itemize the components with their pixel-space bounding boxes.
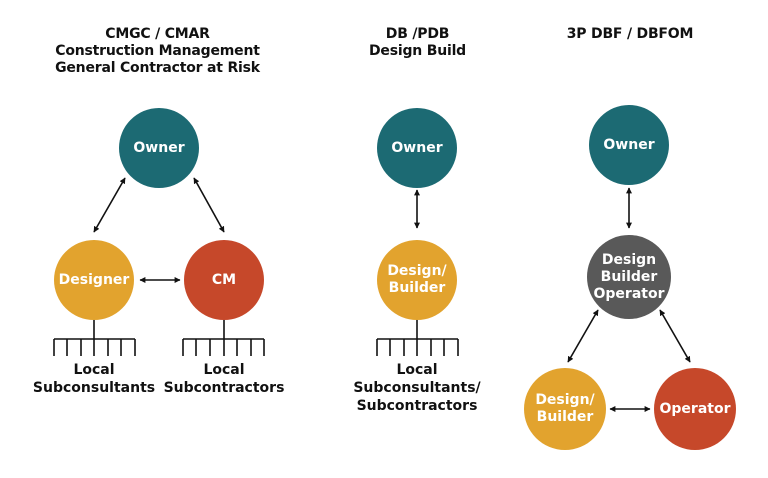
col2-owner-node: Owner [377,108,457,188]
subconsultants-label-line2: Subconsultants [32,380,156,396]
subconsultants-label-line1: Local [73,362,115,378]
col2-designbuilder-line2: Builder [388,280,446,296]
col2-designbuilder-node: Design/ Builder [377,240,457,320]
col2-designbuilder-line1: Design/ [387,263,447,279]
col1-title-line3: General Contractor at Risk [55,60,260,76]
col1-title-line2: Construction Management [55,43,260,59]
dbo-line2: Builder [600,268,658,285]
cm-node: CM [184,240,264,320]
col2-title-line2: Design Build [369,43,466,59]
subcontractors-label-line2: Subcontractors [163,380,285,396]
db-subs-label-line3: Subcontractors [356,398,478,414]
col2-owner-label: Owner [391,139,443,156]
col1-owner-node: Owner [119,108,199,188]
operator-label: Operator [659,400,731,417]
col3-designbuilder-node: Design/ Builder [524,368,606,450]
db-subs-comb [376,318,459,356]
arrow-dbo-designbuilder [567,309,599,363]
designer-node: Designer [54,240,134,320]
subcontractors-comb [182,318,265,356]
db-subs-label-line2: Subconsultants/ [353,380,481,396]
col3-owner-label: Owner [603,136,655,153]
dbo-line3: Operator [593,285,665,302]
operator-node: Operator [654,368,736,450]
col1-owner-label: Owner [133,139,185,156]
arrow-dbo-operator [659,309,691,363]
arrow-owner-cm [193,177,225,233]
col3-designbuilder-line2: Builder [536,409,594,425]
db-subs-label-line1: Local [396,362,438,378]
designer-label: Designer [58,271,130,288]
dbo-node: Design Builder Operator [587,235,671,319]
dbo-line1: Design [601,251,657,268]
subcontractors-label-line1: Local [203,362,245,378]
arrow-owner-designer [93,177,126,233]
col3-designbuilder-line1: Design/ [535,392,595,408]
col2-title-line1: DB /PDB [385,26,450,42]
cm-label: CM [211,271,237,288]
col3-owner-node: Owner [589,105,669,185]
col1-title-line1: CMGC / CMAR [105,26,210,42]
col3-title-line1: 3P DBF / DBFOM [566,26,694,42]
subconsultants-comb [53,318,136,356]
